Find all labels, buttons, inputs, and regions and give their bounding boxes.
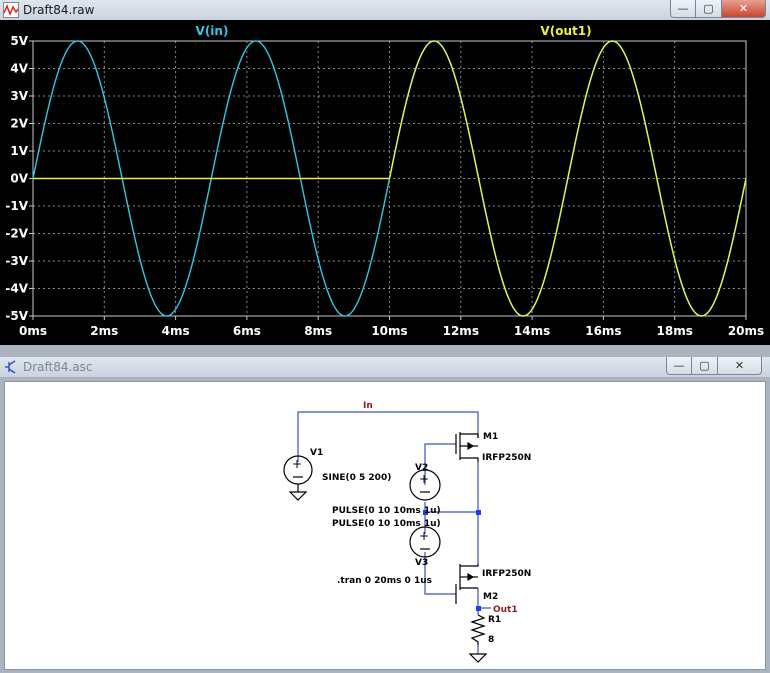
wire-in <box>297 411 479 457</box>
r1-resistor[interactable] <box>470 614 486 645</box>
legend-vin[interactable]: V(in) <box>196 24 229 38</box>
m1-name: M1 <box>483 432 498 442</box>
plot-close-button[interactable]: ✕ <box>722 0 766 18</box>
v3-source[interactable]: + <box>409 526 441 558</box>
y-tick-label: 4V <box>10 62 28 76</box>
x-tick-label: 14ms <box>514 324 550 338</box>
m1-mosfet[interactable] <box>455 432 479 462</box>
x-tick-label: 0ms <box>19 324 47 338</box>
v3-value: PULSE(0 10 10ms 1u) <box>332 519 441 529</box>
y-tick-label: -5V <box>5 309 28 323</box>
y-tick-label: -2V <box>5 227 28 241</box>
v1-source[interactable]: + <box>283 455 313 501</box>
wire-m2-gate <box>424 552 456 595</box>
schematic-nodes <box>423 510 481 611</box>
y-tick-label: -3V <box>5 254 28 268</box>
schematic-labels: In Out1 V1 SINE(0 5 200) V2 PULSE(0 10 1… <box>310 401 531 645</box>
plot-window-titlebar[interactable]: Draft84.raw <box>0 0 770 20</box>
v2-value: PULSE(0 10 10ms 1u) <box>332 506 441 516</box>
plot-window-title: Draft84.raw <box>23 3 95 17</box>
m2-mosfet[interactable] <box>455 564 479 604</box>
series-line-vout1[interactable] <box>33 40 747 317</box>
ground-symbols <box>468 653 488 663</box>
x-tick-label: 8ms <box>304 324 332 338</box>
schematic-window-controls: — ▢ ✕ <box>666 357 762 376</box>
m2-model: IRFP250N <box>482 569 531 579</box>
wire-m1-gate <box>424 443 456 485</box>
svg-text:+: + <box>419 529 429 543</box>
x-tick-label: 2ms <box>90 324 118 338</box>
schematic-icon <box>5 360 16 374</box>
r1-value: 8 <box>488 635 494 645</box>
y-tick-label: -1V <box>5 199 28 213</box>
r1-name: R1 <box>488 615 501 625</box>
svg-text:+: + <box>419 472 429 486</box>
x-tick-label: 4ms <box>162 324 190 338</box>
schematic-drawing[interactable]: + + + <box>5 382 765 669</box>
x-tick-label: 20ms <box>728 324 764 338</box>
y-tick-label: 3V <box>10 89 28 103</box>
waveform-chart[interactable]: 0ms 2ms 4ms 6ms 8ms 10ms 12ms 14ms 16ms 18ms 20ms 5… <box>0 20 770 345</box>
v3-name: V3 <box>415 558 428 568</box>
schematic-maximize-button[interactable]: ▢ <box>692 357 718 375</box>
schematic-window-title: Draft84.asc <box>23 360 93 374</box>
net-in-label: In <box>363 401 373 411</box>
node-out <box>476 606 481 611</box>
y-tick-label: -4V <box>5 282 28 296</box>
v2-name: V2 <box>415 463 428 473</box>
x-tick-label: 16ms <box>585 324 621 338</box>
x-tick-label: 12ms <box>443 324 479 338</box>
legend-vout1[interactable]: V(out1) <box>540 24 591 38</box>
waveform-icon <box>3 2 19 18</box>
tran-directive: .tran 0 20ms 0 1us <box>337 576 432 586</box>
x-tick-label: 6ms <box>233 324 261 338</box>
y-tick-label: 2V <box>10 117 28 131</box>
v1-value: SINE(0 5 200) <box>322 473 391 483</box>
x-tick-label: 18ms <box>657 324 693 338</box>
schematic-canvas[interactable]: + + + <box>4 381 766 670</box>
v1-name: V1 <box>310 448 323 458</box>
node-mid <box>476 510 481 515</box>
v2-source[interactable]: + <box>409 469 441 501</box>
schematic-minimize-button[interactable]: — <box>666 357 692 375</box>
m2-name: M2 <box>483 592 498 602</box>
schematic-close-button[interactable]: ✕ <box>718 357 762 375</box>
svg-text:+: + <box>292 457 302 471</box>
plot-minimize-button[interactable]: — <box>670 0 696 18</box>
y-tick-label: 5V <box>10 34 28 48</box>
schematic-window-titlebar[interactable]: Draft84.asc <box>0 357 770 377</box>
plot-area[interactable]: 0ms 2ms 4ms 6ms 8ms 10ms 12ms 14ms 16ms 18ms 20ms 5… <box>0 20 770 345</box>
y-tick-label: 0V <box>10 172 28 186</box>
x-tick-label: 10ms <box>371 324 407 338</box>
schematic-wires <box>297 411 491 654</box>
schematic-window: Draft84.asc — ▢ ✕ <box>0 357 770 670</box>
y-tick-label: 1V <box>10 144 28 158</box>
net-out-label: Out1 <box>493 605 518 615</box>
plot-window-controls: — ▢ ✕ <box>670 0 766 19</box>
plot-window: Draft84.raw — ▢ ✕ 0ms 2ms 4ms 6ms 8ms 10ms 12m… <box>0 0 770 345</box>
m1-model: IRFP250N <box>482 453 531 463</box>
node-v2-v3 <box>423 510 428 515</box>
plot-maximize-button[interactable]: ▢ <box>696 0 722 18</box>
